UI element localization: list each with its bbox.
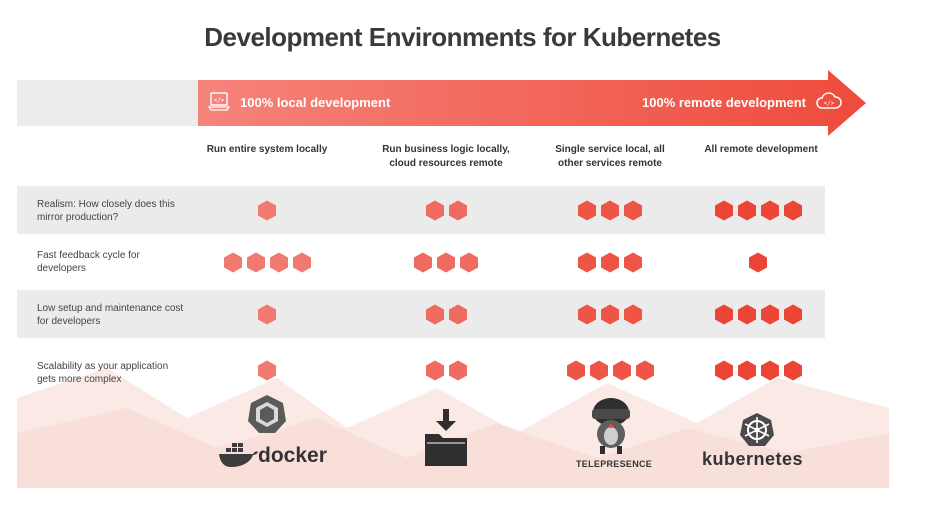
rating-hexagon-icon [760,200,779,221]
rating-hexagon-icon [601,304,619,325]
rating-hexagon-icon [589,360,608,381]
docker-whale-icon [219,443,258,467]
rating-hexagon-icon [578,252,596,273]
rating-hexagon-icon [448,304,467,325]
rating-hexagon-icon [749,252,767,273]
rating-hexagon-icon [566,360,585,381]
svg-text:</>: </> [824,100,835,107]
rating-hexagon-icon [292,252,311,273]
rating-hexagon-icon [737,360,756,381]
rating-cell [545,360,675,381]
rating-hexagon-icon [737,200,756,221]
rating-hexagon-icon [425,360,444,381]
rating-hexagon-icon [269,252,288,273]
rating-hexagon-icon [414,252,432,273]
rating-cell [545,252,675,273]
rating-hexagon-icon [258,200,276,221]
rating-hexagon-icon [448,360,467,381]
spectrum-arrow [198,70,866,136]
rating-hexagon-icon [448,200,467,221]
rating-hexagon-icon [635,360,654,381]
rating-cell [381,304,511,325]
rating-hexagon-icon [714,360,733,381]
rating-hexagon-icon [783,360,802,381]
rating-cell [545,200,675,221]
rating-cell [381,360,511,381]
laptop-code-icon: </> [208,92,230,111]
rating-hexagon-icon [601,252,619,273]
docker-wordmark: docker [258,444,327,467]
page-title: Development Environments for Kubernetes [204,22,721,52]
rating-cell [545,304,675,325]
rating-hexagon-icon [246,252,265,273]
rating-hexagon-icon [737,304,756,325]
rating-hexagon-icon [760,360,779,381]
rating-hexagon-icon [258,360,276,381]
telepresence-wordmark: TELEPRESENCE [576,459,653,469]
minikube-icon [248,395,286,433]
rating-hexagon-icon [578,304,596,325]
rating-hexagon-icon [460,252,478,273]
local-development-label: 100% local development [240,95,391,110]
rating-hexagon-icon [258,304,276,325]
column-header-single-service: Single service local, all other services… [555,144,665,169]
rating-hexagon-icon [578,200,596,221]
rating-hexagon-icon [601,200,619,221]
kubernetes-wordmark: kubernetes [702,449,804,469]
rating-cell [381,200,511,221]
row-realism [17,186,825,234]
rating-hexagon-icon [437,252,455,273]
rating-cell [202,360,332,381]
row-label-feedback: Fast feedback cycle for developers [37,250,140,274]
rating-cell [693,200,823,221]
telepresence-mascot-icon [592,398,630,454]
folder-download-icon [425,409,467,466]
remote-development-label: 100% remote development [642,95,807,110]
rating-cell [693,304,823,325]
rating-hexagon-icon [714,304,733,325]
rating-hexagon-icon [783,304,802,325]
rating-hexagon-icon [223,252,242,273]
rating-cell [202,200,332,221]
rating-hexagon-icon [783,200,802,221]
rating-hexagon-icon [624,304,642,325]
rating-hexagon-icon [425,200,444,221]
spectrum-start-band [17,80,202,126]
cloud-code-icon: </> [816,92,842,109]
rating-hexagon-icon [760,304,779,325]
kubernetes-helm-icon [740,413,774,446]
column-header-remote: All remote development [704,144,818,155]
rating-cell [693,360,823,381]
rating-hexagon-icon [624,200,642,221]
row-label-setup-cost: Low setup and maintenance cost for devel… [37,303,184,327]
rating-cell [693,252,823,273]
row-setup-cost [17,290,825,338]
rating-cell [202,304,332,325]
row-label-realism: Realism: How closely does this mirror pr… [37,199,175,223]
rating-cell [202,252,332,273]
column-header-hybrid-cloud: Run business logic locally, cloud resour… [382,144,510,169]
svg-text:</>: </> [214,97,225,104]
rating-hexagon-icon [425,304,444,325]
row-label-scalability: Scalability as your application gets mor… [37,361,169,385]
rating-hexagon-icon [714,200,733,221]
rating-hexagon-icon [612,360,631,381]
rating-cell [381,252,511,273]
column-header-local: Run entire system locally [206,144,328,155]
rating-hexagon-icon [624,252,642,273]
